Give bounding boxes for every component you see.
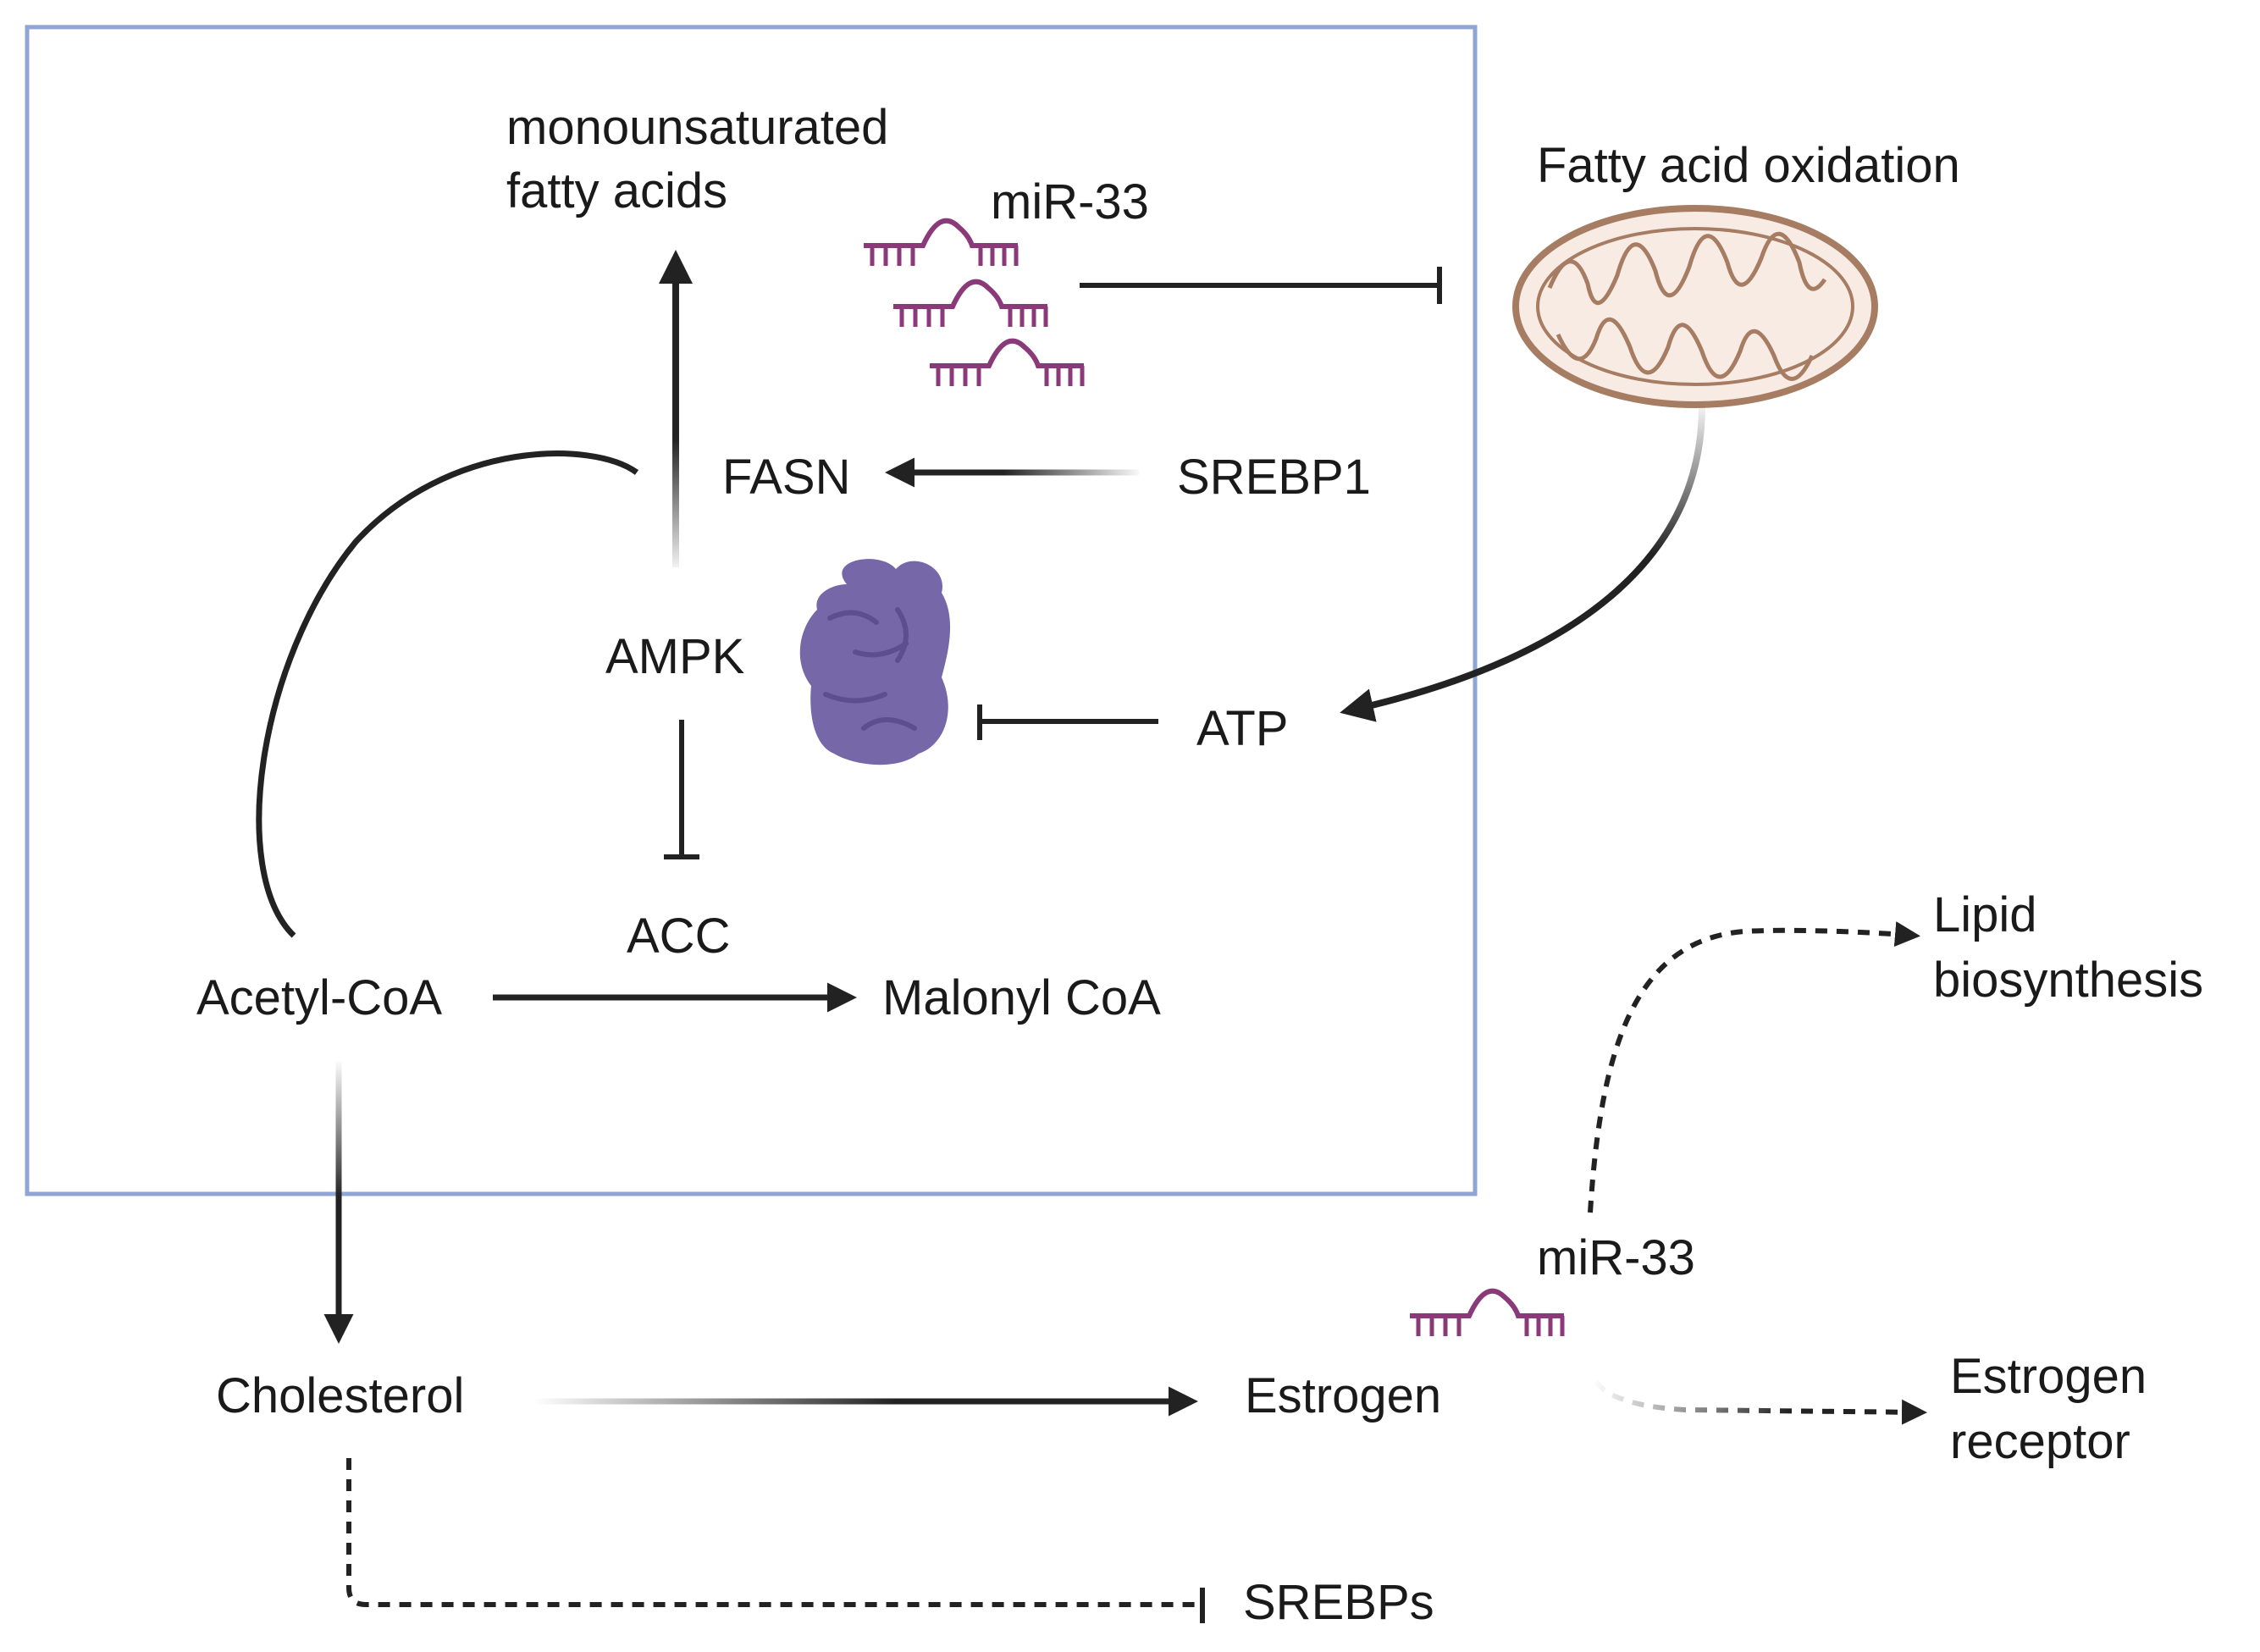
inhibit-ampk-to-acc xyxy=(664,720,699,859)
label-cholesterol: Cholesterol xyxy=(216,1368,464,1423)
label-fasn: FASN xyxy=(722,450,851,505)
arrow-mir33-to-estrogen-receptor xyxy=(1594,1380,1927,1425)
cell-boundary-box xyxy=(25,25,1478,1196)
label-lipid-line2: biosynthesis xyxy=(1933,953,2203,1008)
label-malonyl-coa: Malonyl CoA xyxy=(882,970,1161,1025)
label-acc: ACC xyxy=(627,909,730,964)
mirna-cluster-icon xyxy=(864,221,1084,386)
label-estrogen: Estrogen xyxy=(1245,1368,1441,1423)
label-srebps: SREBPs xyxy=(1243,1575,1434,1630)
label-srebp1: SREBP1 xyxy=(1177,450,1371,505)
label-fatty-acid-oxidation: Fatty acid oxidation xyxy=(1537,138,1960,193)
mirna-bottom-icon xyxy=(1410,1291,1564,1336)
label-estrogen-receptor-line1: Estrogen xyxy=(1950,1349,2147,1404)
label-mir33-bottom: miR-33 xyxy=(1537,1230,1695,1285)
label-ampk: AMPK xyxy=(605,629,745,684)
ampk-protein-icon xyxy=(799,559,951,765)
label-acetyl-coa: Acetyl-CoA xyxy=(196,970,442,1025)
inhibit-mir33-to-fao xyxy=(1080,267,1442,304)
inhibit-cholesterol-to-srebps xyxy=(346,1458,1205,1623)
inhibit-atp-to-ampk xyxy=(977,704,1158,740)
label-mufa-line2: fatty acids xyxy=(506,163,727,218)
curve-acetylcoa-to-ampk xyxy=(256,450,639,938)
arrow-mir33-to-lipid-biosynthesis xyxy=(1588,921,1920,1213)
label-mir33-top: miR-33 xyxy=(991,174,1149,229)
mitochondrion-icon xyxy=(1512,205,1878,408)
label-mufa-line1: monounsaturated xyxy=(506,100,888,155)
arrow-fao-to-atp xyxy=(1340,406,1705,722)
label-lipid-line1: Lipid xyxy=(1933,887,2037,942)
label-estrogen-receptor-line2: receptor xyxy=(1950,1414,2130,1469)
label-atp: ATP xyxy=(1196,701,1289,756)
